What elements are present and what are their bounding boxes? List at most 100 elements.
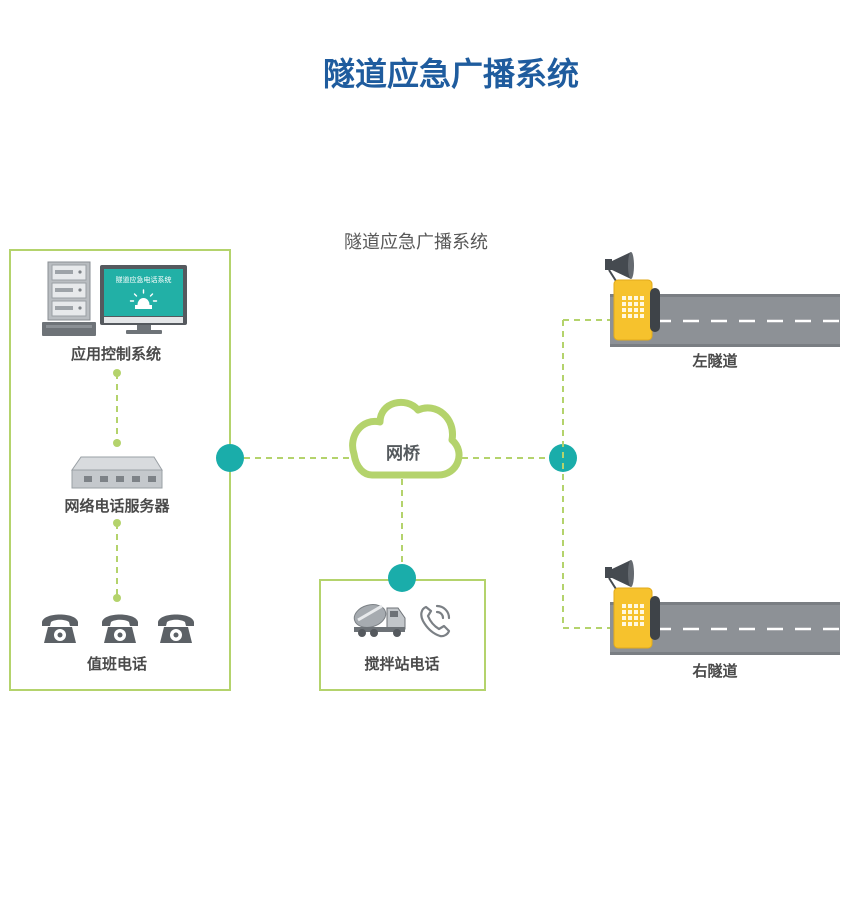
- switch-top: [71, 456, 163, 471]
- phone-box-handset: [650, 596, 660, 640]
- rack-led: [78, 270, 82, 274]
- road-edge: [610, 602, 840, 605]
- cloud-shape: [349, 398, 463, 479]
- telephone-icon: [102, 614, 138, 643]
- keyboard-base: [42, 322, 96, 336]
- siren-dome: [137, 298, 150, 305]
- phone-handset-icon: [420, 604, 451, 638]
- keypad-key: [634, 296, 638, 300]
- phone-box: [613, 587, 653, 649]
- horn-mount: [605, 259, 612, 270]
- phone-box: [613, 279, 653, 341]
- siren-ray: [133, 293, 138, 297]
- keypad-key: [628, 622, 632, 626]
- app-control-label: 应用控制系统: [71, 345, 161, 363]
- rack-led: [78, 288, 82, 292]
- right-tunnel-group: 右隧道: [605, 560, 840, 680]
- horn-mount: [605, 567, 612, 578]
- keypad-key: [622, 314, 626, 318]
- keypad-key: [640, 314, 644, 318]
- keypad-key: [622, 616, 626, 620]
- keypad-key: [622, 308, 626, 312]
- diagram-subtitle: 隧道应急广播系统: [344, 232, 488, 253]
- keyboard-keys: [46, 325, 92, 328]
- road-edge: [610, 294, 840, 297]
- siren-icon: [129, 289, 158, 309]
- keypad-key: [634, 314, 638, 318]
- node-mixing-station: [388, 564, 416, 592]
- keypad-key: [634, 622, 638, 626]
- keypad-key: [622, 610, 626, 614]
- keypad-key: [628, 610, 632, 614]
- keypad-key: [634, 302, 638, 306]
- connector-dot: [113, 369, 121, 377]
- horn-bracket: [608, 269, 617, 282]
- keypad-key: [628, 314, 632, 318]
- keypad-key: [634, 308, 638, 312]
- keypad: [622, 604, 644, 626]
- horn-speaker-icon: [605, 252, 634, 282]
- monitor-bezel: [104, 317, 183, 323]
- handset-outline: [420, 605, 451, 638]
- road-edge: [610, 652, 840, 655]
- keypad-key: [640, 622, 644, 626]
- phone-server-label: 网络电话服务器: [64, 497, 170, 515]
- telephone-dial-center: [173, 632, 179, 638]
- switch-port: [84, 476, 92, 482]
- rack-led: [78, 306, 82, 310]
- cloud-icon: 网桥: [349, 398, 463, 479]
- control-room-group: 隧道应急电话系统 应用控制系统: [9, 249, 231, 691]
- keypad-key: [634, 604, 638, 608]
- left-tunnel-group: 左隧道: [605, 252, 840, 370]
- horn-cone: [612, 560, 631, 587]
- horn-bracket: [608, 577, 617, 590]
- mixer-chassis: [354, 627, 405, 632]
- page-title: 隧道应急广播系统: [323, 55, 579, 93]
- switch-port: [132, 476, 140, 482]
- siren-rays: [129, 289, 158, 302]
- server-rack-icon: [42, 261, 96, 336]
- horn-cone: [612, 252, 631, 279]
- rack-unit-bar: [55, 288, 73, 292]
- keypad-key: [640, 604, 644, 608]
- mixer-wheel: [370, 629, 378, 637]
- horn-rim: [628, 560, 634, 587]
- telephone-icon: [158, 614, 194, 643]
- bridge-label: 网桥: [386, 444, 421, 464]
- connector-dot: [113, 519, 121, 527]
- rack-unit-bar: [55, 270, 73, 274]
- keypad-key: [640, 308, 644, 312]
- monitor-stand-base: [126, 330, 162, 334]
- connector-dot: [113, 594, 121, 602]
- keypad-key: [640, 616, 644, 620]
- network-switch-icon: [71, 456, 163, 489]
- right-tunnel-label: 右隧道: [692, 662, 737, 680]
- telephone-handset: [158, 614, 194, 626]
- keypad: [622, 296, 644, 318]
- keypad-key: [634, 616, 638, 620]
- emergency-phone-icon: [613, 587, 660, 649]
- telephone-dial-center: [57, 632, 63, 638]
- switch-port: [148, 476, 156, 482]
- handset-wave: [435, 610, 445, 620]
- concrete-mixer-truck-icon: [353, 604, 406, 637]
- keypad-key: [622, 302, 626, 306]
- mixing-station-label: 搅拌站电话: [364, 655, 439, 673]
- mixing-station-frame: [319, 579, 486, 691]
- keypad-key: [622, 296, 626, 300]
- horn-rim: [628, 252, 634, 279]
- monitor-icon: 隧道应急电话系统: [100, 265, 187, 334]
- left-tunnel-label: 左隧道: [691, 352, 737, 370]
- siren-ray: [149, 293, 154, 297]
- siren-base: [135, 305, 152, 309]
- mixing-station-group: 搅拌站电话: [319, 564, 486, 691]
- keypad-key: [628, 302, 632, 306]
- phone-box-handset: [650, 288, 660, 332]
- telephone-icon: [42, 614, 78, 643]
- telephone-handset: [102, 614, 138, 626]
- mixer-drum-stripe: [357, 604, 383, 622]
- keypad-key: [628, 616, 632, 620]
- keypad-key: [628, 308, 632, 312]
- monitor-screen-text: 隧道应急电话系统: [116, 275, 172, 284]
